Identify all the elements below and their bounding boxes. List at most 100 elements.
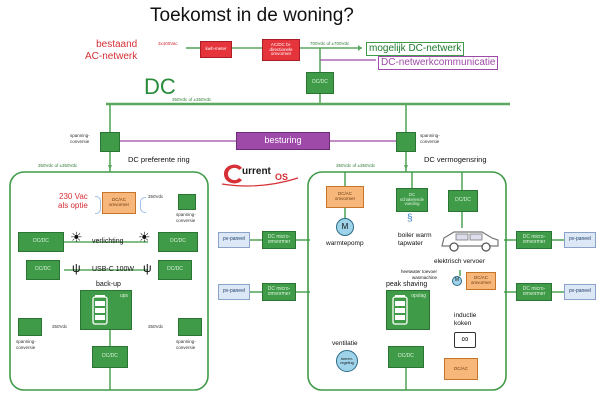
boiler-box-line2: schakelende xyxy=(399,196,425,202)
hw-dcac-line2: omvormer xyxy=(470,280,492,285)
left-conv-bottom-right-label: spanning- conversie xyxy=(176,339,196,350)
heatpump-dcac: DC/AC omvormer xyxy=(326,186,364,208)
induction-label: inductie koken xyxy=(454,312,477,327)
ventilation-label: ventilatie xyxy=(332,340,358,347)
micro-inverter-right-top: DC micro- omvormer xyxy=(516,231,552,249)
ac-network-label-line2: AC-netwerk xyxy=(85,51,138,62)
left-conversion-right-box xyxy=(178,194,196,210)
hot-water-label: heetwater toevoer wasmachine xyxy=(401,269,438,280)
micro-right-bottom-line1: DC micro- xyxy=(522,285,546,292)
left-conv-bottom-left-label: spanning- conversie xyxy=(16,339,36,350)
usb-icon-left: ψ xyxy=(72,261,81,275)
induction-coil-icon: ∞ xyxy=(454,332,476,348)
heatpump-dcac-line1: DC/AC xyxy=(337,191,352,197)
left-350v-top: 350Vdc xyxy=(148,194,164,199)
micro-inverter-right-bottom: DC micro- omvormer xyxy=(516,283,552,301)
dc-big-label: DC xyxy=(144,74,176,99)
peak-shaving-label: peak shaving xyxy=(386,281,428,288)
acdc-line2: directionele xyxy=(269,46,293,52)
storage-battery-icon xyxy=(392,295,408,325)
micro-left-top-line2: omvormer xyxy=(267,239,291,245)
ac-option-brace xyxy=(95,196,101,214)
ac-voltage-label: 3x400Vac xyxy=(158,41,178,46)
usb-label: USB-C 100W xyxy=(92,266,135,273)
left-conv-bottom-right-line2: conversie xyxy=(176,344,196,350)
lamp-icon-right: ☀ xyxy=(138,229,151,245)
ac-option-line1: 230 Vac xyxy=(59,192,88,201)
ac-network-label: bestaand AC-netwerk xyxy=(85,40,137,62)
induction-line2: koken xyxy=(454,319,472,327)
ups-label: ups xyxy=(119,293,128,299)
vdc-700-label: 700Vdc of ±700Vdc xyxy=(310,41,350,46)
left-conv-bottom-right-line1: spanning- xyxy=(176,339,196,344)
pv-panel-right-bottom: pv-paneel xyxy=(564,284,596,300)
right-conversion-line1: spanning- xyxy=(420,133,440,138)
left-ring-title: DC preferente ring xyxy=(128,155,190,164)
acdc-line1: AC/DC bi- xyxy=(270,41,292,47)
boiler-line1: boiler warm xyxy=(398,232,432,239)
besturing-box: besturing xyxy=(236,132,330,150)
heatpump-label: warmtepomp xyxy=(326,240,364,247)
acdc-line3: omvormer xyxy=(270,51,292,57)
boiler-switch-box: DC schakelende voeding xyxy=(396,188,428,212)
dc-communication-label: DC-netwerkcommunicatie xyxy=(378,56,499,70)
heatpump-motor-icon: M xyxy=(336,218,354,236)
logo-text: urrent xyxy=(242,166,271,177)
left-conv-bottom-left-line1: spanning- xyxy=(16,339,36,344)
micro-left-bottom-line2: omvormer xyxy=(267,291,291,297)
kwh-meter-box: kwh-meter xyxy=(200,41,232,58)
boiler-label: boiler warm tapwater xyxy=(398,232,432,247)
left-ring-voltage-label: 350Vdc of ±350Vdc xyxy=(38,163,78,168)
left-dcac-line1: DC/AC xyxy=(111,197,126,203)
pv-panel-left-top: pv-paneel xyxy=(218,232,250,248)
ev-label: elektrisch vervoer xyxy=(434,258,485,265)
usb-icon-right: ψ xyxy=(143,261,152,275)
micro-right-bottom-line2: omvormer xyxy=(522,291,546,297)
ventilation-control: toeren- regeling xyxy=(336,350,358,372)
left-conversion-right-line2: conversie xyxy=(176,217,196,223)
micro-inverter-left-bottom: DC micro- omvormer xyxy=(262,283,296,301)
left-conv-bottom-right-box xyxy=(178,318,202,336)
left-conv-bottom-left-line2: conversie xyxy=(16,344,36,350)
car-icon xyxy=(441,231,499,252)
induction-dcac: DC/AC xyxy=(444,358,478,380)
boiler-coil-icon: § xyxy=(407,213,413,224)
washer-motor-icon: M xyxy=(452,276,462,286)
ac-option-label: 230 Vac als optie xyxy=(58,193,88,210)
left-conversion-line1: spanning- xyxy=(70,133,90,138)
left-350v-right: 350Vdc xyxy=(148,324,164,329)
right-conversion-label: spanning- conversie xyxy=(420,133,440,144)
ac-network-label-line1: bestaand xyxy=(96,39,138,50)
logo-os: OS xyxy=(275,172,289,182)
battery-icon xyxy=(92,295,108,325)
hot-water-line2: wasmachine xyxy=(412,274,438,280)
boiler-box-line1: DC xyxy=(408,192,416,198)
toeren-line1: toeren- xyxy=(340,357,354,362)
left-conversion-label: spanning- conversie xyxy=(70,133,90,144)
micro-left-top-line1: DC micro- xyxy=(267,233,291,240)
right-ring-top-dcdc xyxy=(396,132,416,152)
toeren-line2: regeling xyxy=(340,361,354,365)
boiler-box-line3: voeding xyxy=(404,201,420,207)
top-dcdc-box: DC/DC xyxy=(306,72,334,94)
left-conversion-right-line1: spanning- xyxy=(176,212,196,217)
micro-inverter-left-top: DC micro- omvormer xyxy=(262,231,296,249)
induction-line1: inductie xyxy=(454,312,477,319)
lighting-label: verlichting xyxy=(92,238,124,245)
dc-network-label: mogelijk DC-netwerk xyxy=(366,42,465,56)
hw-dcac-line1: DC/AC xyxy=(473,275,488,281)
heatpump-dcac-line2: omvormer xyxy=(334,196,356,201)
hot-water-line1: heetwater toevoer xyxy=(401,269,438,274)
ev-dcdc: DC/DC xyxy=(448,190,478,212)
page-title: Toekomst in de woning? xyxy=(150,5,354,26)
left-conversion-line2: conversie xyxy=(70,138,90,144)
currentos-logo xyxy=(221,164,299,187)
micro-left-bottom-line1: DC micro- xyxy=(267,285,291,292)
right-conversion-line2: conversie xyxy=(420,138,440,144)
micro-right-top-line2: omvormer xyxy=(522,239,546,245)
backup-label: back-up xyxy=(96,281,121,288)
acdc-converter-box: AC/DC bi- directionele omvormer xyxy=(262,39,300,61)
storage-label: opslag xyxy=(411,293,426,299)
